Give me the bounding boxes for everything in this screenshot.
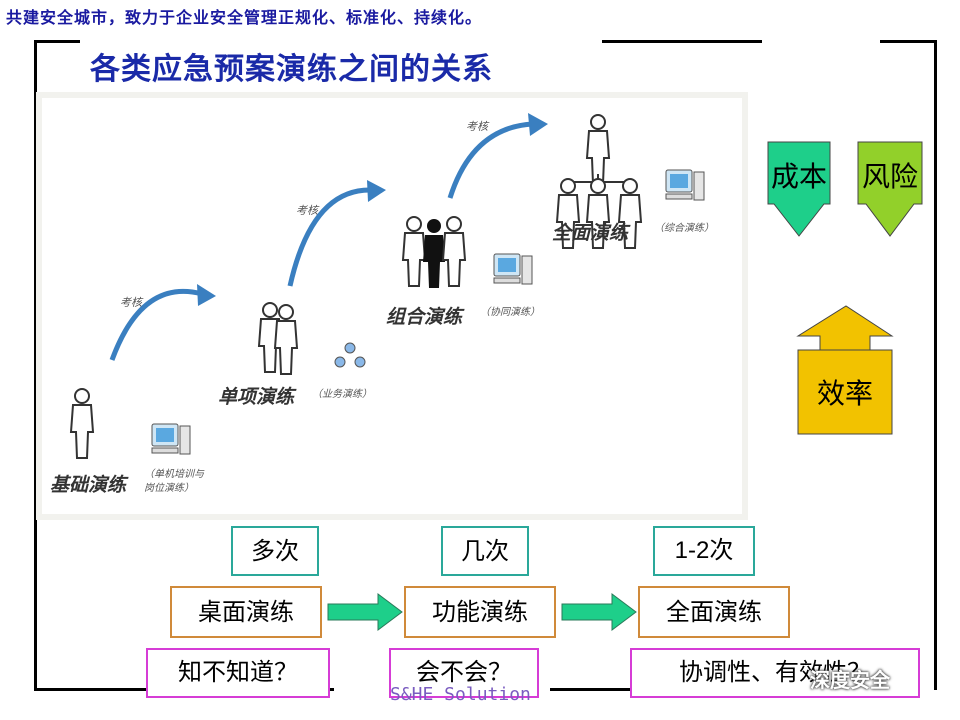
drill-type-box: 全面演练 [638, 586, 790, 638]
frequency-box: 1-2次 [653, 526, 755, 576]
cost-label: 成本 [770, 160, 827, 193]
frequency-box: 几次 [441, 526, 529, 576]
stage-note: （单机培训与 [144, 469, 204, 480]
stage-3-figures [402, 216, 533, 288]
progress-arrow [109, 121, 533, 361]
frame-border [880, 40, 937, 43]
stage-4-figures [556, 114, 705, 249]
frame-border [550, 688, 640, 691]
right-arrow-icon [561, 593, 637, 631]
page-title: 各类应急预案演练之间的关系 [90, 52, 493, 87]
right-arrow-graphics [767, 141, 923, 435]
efficiency-arrow [796, 305, 894, 351]
question-box: 会不会？ [389, 648, 539, 698]
risk-arrow [857, 141, 923, 237]
stage-label: 单项演练 [218, 386, 295, 408]
drill-type-box: 功能演练 [404, 586, 556, 638]
stage-note: 岗位演练） [144, 483, 194, 494]
stage-1-figures [70, 388, 191, 459]
frame-border [34, 40, 80, 43]
frame-border [934, 40, 937, 690]
frame-border [34, 40, 37, 690]
stage-label: 全面演练 [552, 222, 629, 244]
risk-label: 风险 [861, 160, 918, 193]
stage-label: 基础演练 [50, 474, 127, 496]
frequency-box: 多次 [231, 526, 319, 576]
efficiency-label: 效率 [816, 377, 873, 410]
right-arrow-icon [327, 593, 403, 631]
cost-arrow [767, 141, 831, 237]
watermark: 深度安全 [810, 668, 890, 692]
stage-note: （协同演练） [480, 307, 540, 318]
drill-staircase-diagram: 基础演练 （单机培训与 岗位演练） 单项演练 （业务演练） 组合演练 （协同演练… [36, 92, 748, 520]
arrow-label: 考核 [466, 120, 488, 133]
slogan: 共建安全城市，致力于企业安全管理正规化、标准化、持续化。 [6, 8, 483, 27]
drill-type-box: 桌面演练 [170, 586, 322, 638]
stage-note: （业务演练） [312, 389, 372, 400]
question-box: 协调性、有效性？ [630, 648, 920, 698]
stage-note: （综合演练） [654, 223, 714, 234]
footer-brand: S&HE Solution [390, 684, 531, 705]
frame-border [602, 40, 762, 43]
stage-label: 组合演练 [386, 306, 463, 328]
arrow-label: 考核 [120, 296, 142, 309]
diagram-graphics [70, 113, 705, 459]
arrow-label: 考核 [296, 204, 318, 217]
question-box: 知不知道？ [146, 648, 330, 698]
stage-2-figures [258, 302, 366, 375]
